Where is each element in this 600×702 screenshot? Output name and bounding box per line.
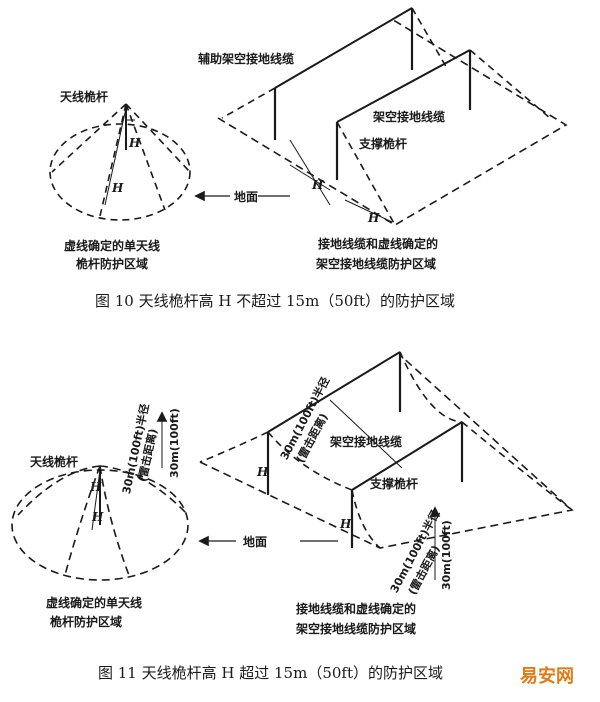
- fig11-dist-label-right: 30m(100ft): [440, 520, 453, 590]
- fig11-h-right: H: [340, 517, 352, 531]
- fig11-h-mast-lower: H: [92, 510, 104, 524]
- fig11-single-zone-line2: 桅杆防护区域: [50, 615, 123, 629]
- fig11-caption: 图 11 天线桅杆高 H 超过 15m（50ft）的防护区域: [98, 664, 443, 682]
- fig11-cable-zone-line1: 接地线缆和虚线确定的: [296, 602, 417, 616]
- fig10-single-zone-line1: 虚线确定的单天线: [64, 239, 161, 253]
- fig10-ground-label: 地面: [234, 190, 259, 204]
- fig10-h-mast: H: [129, 136, 141, 150]
- fig11-single-mast: [11, 411, 189, 581]
- fig10-caption: 图 10 天线桅杆高 H 不超过 15m（50ft）的防护区域: [95, 292, 455, 310]
- fig10-single-mast: [49, 103, 191, 221]
- fig11-single-zone-line1: 虚线确定的单天线: [46, 596, 143, 610]
- fig10-single-zone-line2: 桅杆防护区域: [76, 257, 149, 271]
- fig10-cable-label: 架空接地线缆: [373, 110, 446, 124]
- fig11-cable-zone: [199, 351, 574, 580]
- fig11-dist-label-left: 30m(100ft): [168, 408, 181, 478]
- fig11-cable-zone-line2: 架空接地线缆防护区域: [296, 622, 417, 636]
- fig11-ground-label: 地面: [243, 535, 268, 549]
- fig10-support-label: 支撑桅杆: [359, 137, 408, 151]
- fig11-h-mast: H: [90, 480, 102, 494]
- fig11-h-left: H: [257, 465, 269, 479]
- fig10-cable-zone-line2: 架空接地线缆防护区域: [316, 257, 437, 271]
- fig10-h-ground: H: [368, 211, 380, 225]
- fig10-cable-zone: [217, 7, 568, 226]
- fig10-cable-zone-line1: 接地线缆和虚线确定的: [318, 237, 439, 251]
- fig11-cable-label: 架空接地线缆: [330, 435, 403, 449]
- fig10-mast-label: 天线桅杆: [60, 90, 109, 104]
- fig11-support-label: 支撑桅杆: [370, 477, 419, 491]
- fig10-h-radius: H: [112, 181, 124, 195]
- watermark-logo: 易安网: [520, 666, 574, 687]
- fig11-mast-label: 天线桅杆: [30, 455, 79, 469]
- fig10-h-cable: H: [312, 178, 324, 192]
- fig10-aux-cable-label: 辅助架空接地线缆: [198, 52, 295, 66]
